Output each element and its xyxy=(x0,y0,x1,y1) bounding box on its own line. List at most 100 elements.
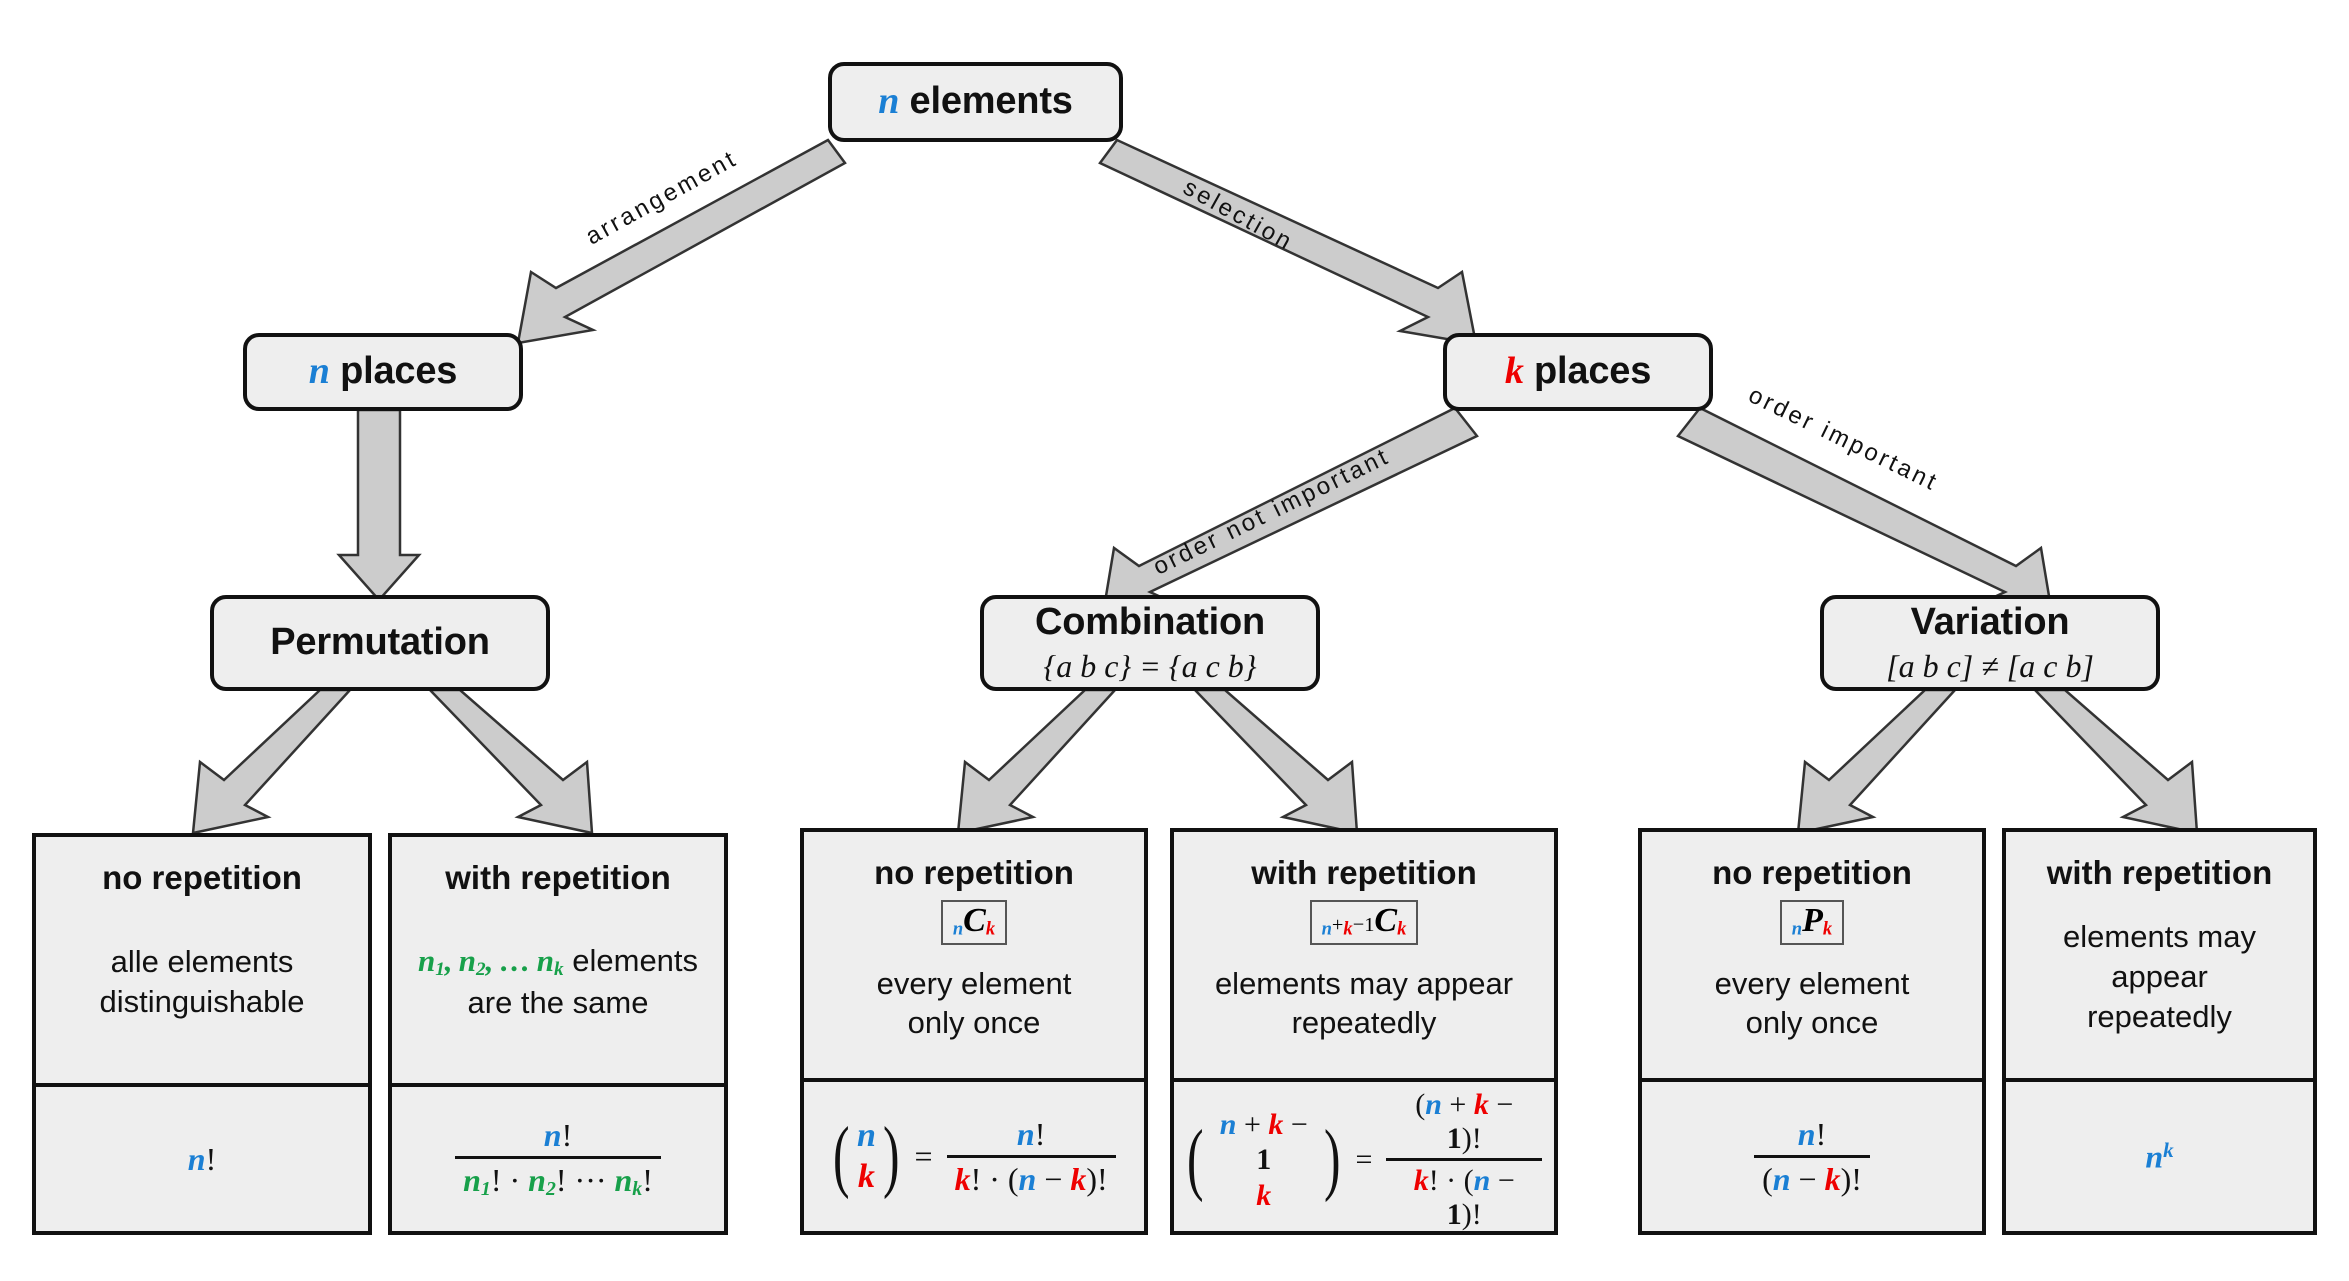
card-combination-with-repetition[interactable]: with repetition n+k−1Ck elements may app… xyxy=(1170,828,1558,1235)
binom-top: n + k − 1 xyxy=(1219,1107,1308,1177)
paren-right: ) xyxy=(882,1111,900,1200)
edge-label-order-not-important: order not important xyxy=(1148,442,1395,581)
node-k-places-label: k places xyxy=(1504,350,1652,393)
node-combination[interactable]: Combination {a b c} = {a c b} xyxy=(980,595,1320,691)
equals-sign: = xyxy=(914,1138,933,1174)
card-formula: ( n + k − 1 k ) = (n + k − 1)! k! · (n −… xyxy=(1174,1082,1554,1238)
equals-sign: = xyxy=(1355,1143,1373,1176)
binomial-coefficient: ( n k ) xyxy=(828,1116,904,1196)
node-n-elements[interactable]: n elements xyxy=(828,62,1123,142)
arrow-variation-with-repetition xyxy=(2032,688,2199,835)
arrow-variation-no-repetition xyxy=(1796,688,1958,835)
node-variation-subtitle: [a b c] ≠ [a c b] xyxy=(1886,647,2094,684)
paren-left: ( xyxy=(1187,1115,1204,1204)
card-description: n1, n2, … nk elements are the same xyxy=(408,897,708,1083)
variable-n: n xyxy=(308,350,330,393)
card-desc-line2: distinguishable xyxy=(99,983,305,1019)
paren-left: ( xyxy=(833,1111,850,1200)
fraction-denominator: k! · (n − 1)! xyxy=(1386,1158,1542,1232)
node-n-places[interactable]: n places xyxy=(243,333,523,411)
card-head: no repetition xyxy=(1712,854,1912,891)
card-desc-line1: elements may appear xyxy=(1214,965,1514,1001)
card-desc-line1-tail: elements xyxy=(572,943,699,979)
variable-n: n xyxy=(187,1140,206,1177)
card-top-section: no repetition alle elements distinguisha… xyxy=(36,837,368,1087)
card-formula: ( n k ) = n! k! · (n − k)! xyxy=(804,1082,1144,1231)
fraction-denominator: (n − k)! xyxy=(1754,1154,1870,1198)
node-k-places[interactable]: k places xyxy=(1443,333,1713,411)
symbol-n-plus-k-minus-1-C-k: n+k−1Ck xyxy=(1309,899,1419,945)
symbol-C: C xyxy=(963,901,986,939)
card-desc-line2: are the same xyxy=(467,984,649,1020)
node-combination-subtitle: {a b c} = {a c b} xyxy=(1043,647,1257,684)
card-desc-line2: only once xyxy=(1745,1005,1879,1041)
card-formula: n! xyxy=(187,1140,217,1177)
edge-label-order-important: order important xyxy=(1744,381,1943,497)
fraction-denominator: k! · (n − k)! xyxy=(946,1154,1116,1198)
variable-k: k xyxy=(1343,918,1353,940)
node-permutation[interactable]: Permutation xyxy=(210,595,550,691)
symbol-P: P xyxy=(1802,901,1823,939)
fraction: (n + k − 1)! k! · (n − 1)! xyxy=(1386,1088,1542,1232)
symbol-C: C xyxy=(1374,901,1398,939)
symbol-nCk: nCk xyxy=(940,899,1008,945)
card-desc-line2: only once xyxy=(907,1005,1041,1041)
node-variation[interactable]: Variation [a b c] ≠ [a c b] xyxy=(1820,595,2160,691)
node-n-places-label: n places xyxy=(308,350,458,393)
variable-k: k xyxy=(857,1157,875,1195)
card-head: no repetition xyxy=(102,859,302,896)
card-top-section: with repetition n1, n2, … nk elements ar… xyxy=(392,837,724,1087)
variable-n: n xyxy=(878,80,900,123)
card-top-section: no repetition nPk every element only onc… xyxy=(1642,832,1982,1082)
card-head: with repetition xyxy=(1251,854,1477,891)
card-top-section: with repetition n+k−1Ck elements may app… xyxy=(1174,832,1554,1082)
arrow-combination-no-repetition xyxy=(956,688,1118,835)
fraction-numerator: n! xyxy=(1016,1115,1046,1152)
card-desc-line1: every element xyxy=(876,965,1072,1001)
card-formula: n! n1! · n2! ··· nk! xyxy=(392,1087,724,1231)
fraction-numerator: (n + k − 1)! xyxy=(1415,1088,1514,1155)
card-description: every element only once xyxy=(867,945,1082,1078)
node-n-elements-label: n elements xyxy=(878,80,1073,123)
arrow-n-places-permutation xyxy=(336,408,422,602)
binom-values: n k xyxy=(855,1116,878,1196)
variable-k: k xyxy=(1256,1178,1272,1212)
variable-n: nk xyxy=(2145,1137,2174,1175)
variable-n-subscripts: n1, n2, … nk xyxy=(417,943,564,981)
card-variation-with-repetition[interactable]: with repetition elements may appear repe… xyxy=(2002,828,2317,1235)
variable-k: k xyxy=(985,918,996,940)
card-head: no repetition xyxy=(874,854,1074,891)
node-permutation-title: Permutation xyxy=(270,621,490,664)
arrow-combination-with-repetition xyxy=(1192,688,1359,835)
card-desc-line1: every element xyxy=(1714,965,1910,1001)
edge-label-selection: selection xyxy=(1178,173,1299,257)
node-variation-title: Variation xyxy=(1910,600,2070,643)
card-desc-line1: elements may appear xyxy=(2063,919,2256,995)
card-formula: n! (n − k)! xyxy=(1642,1082,1982,1231)
paren-right: ) xyxy=(1323,1115,1341,1204)
node-k-places-text: places xyxy=(1523,350,1652,393)
card-description: every element only once xyxy=(1705,945,1920,1078)
node-n-places-text: places xyxy=(329,350,458,393)
variable-n: n xyxy=(856,1117,876,1155)
card-desc-line2: repeatedly xyxy=(1291,1005,1437,1041)
card-permutation-no-repetition[interactable]: no repetition alle elements distinguisha… xyxy=(32,833,372,1235)
card-desc-line1: alle elements xyxy=(110,944,294,980)
fraction: n! (n − k)! xyxy=(1754,1116,1870,1198)
node-n-elements-text: elements xyxy=(899,80,1073,123)
card-combination-no-repetition[interactable]: no repetition nCk every element only onc… xyxy=(800,828,1148,1235)
arrow-permutation-with-repetition xyxy=(427,688,594,835)
card-formula: nk xyxy=(2006,1082,2313,1231)
card-head: with repetition xyxy=(2046,854,2273,891)
card-head: with repetition xyxy=(445,859,671,896)
fraction-numerator: n! xyxy=(1797,1115,1827,1152)
edge-label-arrangement: arrangement xyxy=(581,144,743,251)
fraction: n! n1! · n2! ··· nk! xyxy=(455,1117,661,1201)
card-description: elements may appear repeatedly xyxy=(2006,892,2313,1078)
variable-k: k xyxy=(1504,350,1524,393)
card-description: alle elements distinguishable xyxy=(89,897,314,1083)
card-variation-no-repetition[interactable]: no repetition nPk every element only onc… xyxy=(1638,828,1986,1235)
card-permutation-with-repetition[interactable]: with repetition n1, n2, … nk elements ar… xyxy=(388,833,728,1235)
binomial-coefficient: ( n + k − 1 k ) xyxy=(1182,1107,1346,1213)
arrow-permutation-no-repetition xyxy=(191,688,353,835)
